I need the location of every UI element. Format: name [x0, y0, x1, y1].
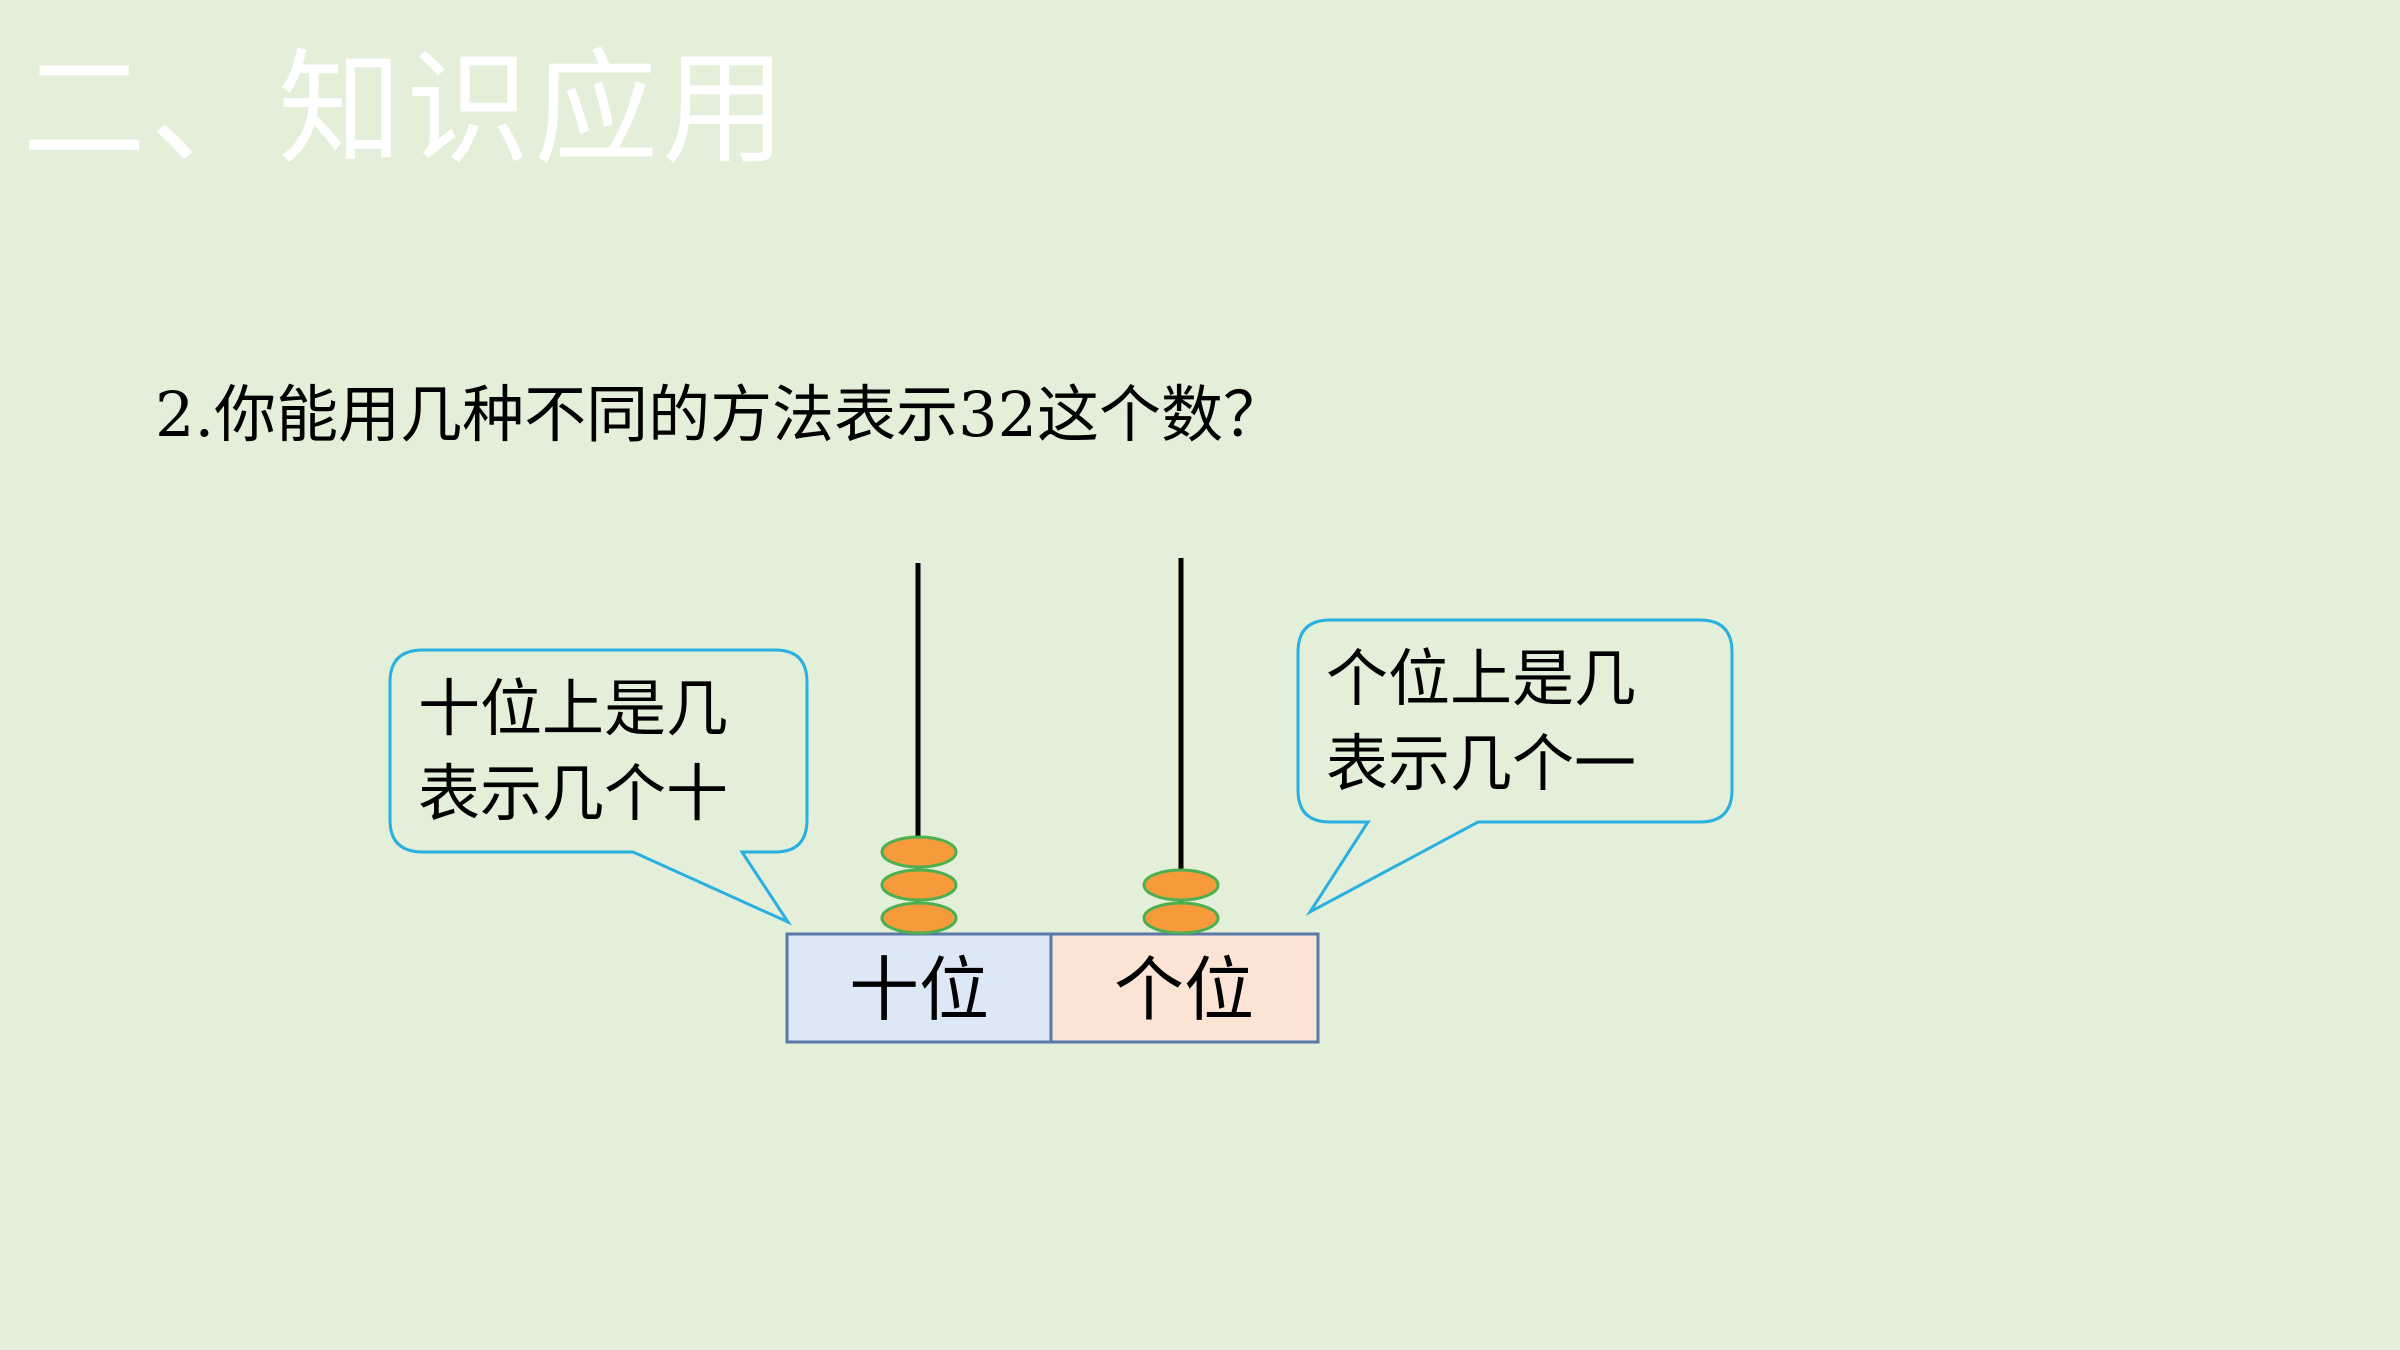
question-text: 2.你能用几种不同的方法表示32这个数？: [155, 378, 1286, 451]
ones-cell: [1049, 932, 1320, 1044]
callout-right-line1: 个位上是几: [1326, 642, 1636, 715]
tens-label: 十位: [849, 949, 989, 1031]
ones-bead: [1142, 868, 1220, 902]
callout-left: 十位上是几 表示几个十: [388, 648, 809, 926]
callout-right-line2: 表示几个一: [1326, 727, 1636, 800]
callout-right-bubble: [1296, 618, 1734, 917]
ones-label: 个位: [1114, 949, 1254, 1031]
tens-bead: [880, 868, 958, 902]
beads: [880, 835, 1220, 935]
callout-right: 个位上是几 表示几个一: [1296, 618, 1734, 917]
slide-title: 二、知识应用: [22, 38, 791, 182]
tens-bead: [880, 835, 958, 869]
tens-bead: [880, 901, 958, 935]
callout-left-line2: 表示几个十: [418, 757, 728, 830]
callout-left-bubble: [388, 648, 809, 926]
ones-bead: [1142, 901, 1220, 935]
callout-left-line1: 十位上是几: [418, 672, 728, 745]
